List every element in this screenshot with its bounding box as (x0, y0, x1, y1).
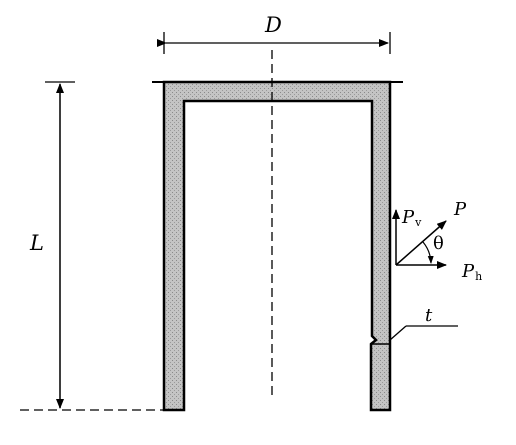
force-vertical-label: Pv (401, 207, 422, 229)
length-dimension (20, 81, 164, 411)
cylinder-wall (162, 80, 392, 412)
thickness-label: t (425, 305, 433, 326)
length-label: L (29, 231, 44, 255)
force-horizontal-label: Ph (461, 261, 482, 283)
force-diagram (392, 209, 447, 269)
angle-label: θ (433, 233, 444, 254)
force-label: P (453, 199, 467, 220)
diameter-dimension (157, 32, 391, 54)
diameter-label: D (264, 13, 282, 37)
thickness-leader (389, 325, 458, 341)
